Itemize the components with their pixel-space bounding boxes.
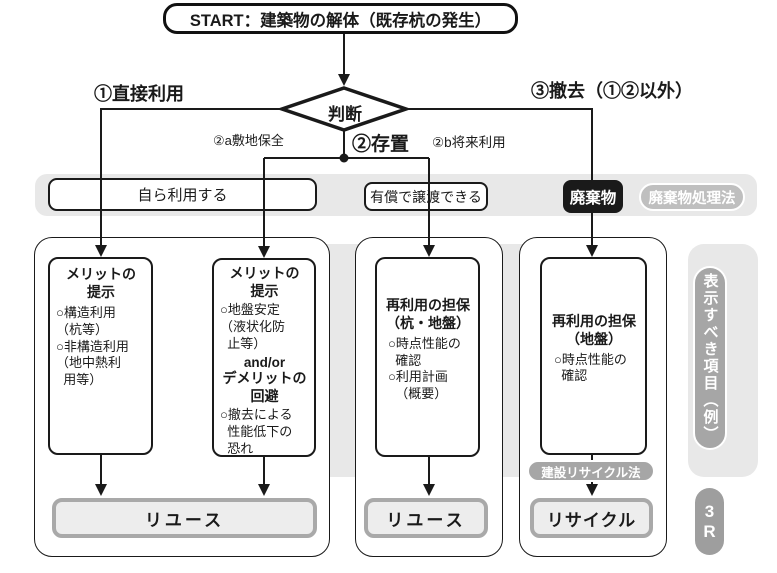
waste-law-label: 廃棄物処理法 [648, 190, 736, 207]
box-body: ○撤去による 性能低下の 恐れ [220, 407, 293, 457]
waste-label: 廃棄物 [569, 189, 617, 207]
construction-recycle-law-label: 建設リサイクル法 [541, 465, 641, 480]
merit-demerit-box: メリットの 提示 ○地盤安定 （液状化防 止等） and/or デメリットの 回… [212, 258, 316, 457]
self-use-label: 自ら利用する [137, 187, 228, 204]
result-label: リユース [144, 510, 225, 530]
self-use-node: 自ら利用する [48, 178, 317, 211]
branch-direct-use-label: ①直接利用 [94, 84, 184, 104]
start-node: START：建築物の解体（既存杭の発生） [163, 3, 518, 34]
box-body: ○時点性能の 確認 ○利用計画 （概要） [388, 335, 461, 402]
merit-box-structural: メリットの 提示 ○構造利用 （杭等） ○非構造利用 （地中熱利 用等） [48, 257, 153, 455]
box-title: 再利用の担保 （地盤） [552, 312, 636, 347]
paid-transfer-node: 有償で譲渡できる [364, 182, 488, 211]
branch-leave-in-place-label: ②存置 [352, 134, 410, 155]
junction-dot [339, 153, 349, 163]
andor-label: and/or [243, 355, 286, 371]
result-reuse-1: リユース [52, 498, 317, 538]
display-items-pill: 表示すべき項目（例） [693, 266, 727, 450]
box-title: メリットの 提示 [66, 266, 136, 300]
box-body: ○構造利用 （杭等） ○非構造利用 （地中熱利 用等） [56, 304, 129, 388]
waste-law-pill: 廃棄物処理法 [639, 183, 745, 211]
branch-site-preservation-label: ②a敷地保全 [213, 133, 284, 148]
branch-removal-label: ③撤去（①②以外） [531, 81, 693, 101]
result-label: リユース [386, 510, 466, 530]
reuse-guarantee-ground-box: 再利用の担保 （地盤） ○時点性能の 確認 [540, 257, 647, 455]
start-label: START：建築物の解体（既存杭の発生） [189, 11, 492, 30]
result-recycle: リサイクル [530, 498, 653, 538]
box-title: デメリットの 回避 [222, 370, 307, 405]
box-title: 再利用の担保 （杭・地盤） [386, 296, 470, 331]
paid-transfer-label: 有償で譲渡できる [370, 188, 482, 205]
three-r-badge: 3 R [695, 488, 724, 555]
decision-label: 判断 [328, 105, 362, 124]
box-title: メリットの 提示 [229, 265, 300, 299]
display-items-label: 表示すべき項目（例） [701, 273, 719, 443]
branch-future-use-label: ②b将来利用 [432, 135, 506, 150]
result-reuse-2: リユース [364, 498, 488, 538]
construction-recycle-law-pill: 建設リサイクル法 [527, 460, 655, 482]
arrowhead [338, 74, 350, 86]
box-body: ○時点性能の 確認 [554, 351, 627, 384]
result-label: リサイクル [546, 510, 637, 530]
three-r-label: 3 R [703, 501, 716, 541]
waste-node: 廃棄物 [563, 180, 623, 213]
reuse-guarantee-pile-ground-box: 再利用の担保 （杭・地盤） ○時点性能の 確認 ○利用計画 （概要） [375, 257, 480, 457]
box-body: ○地盤安定 （液状化防 止等） [220, 301, 286, 351]
